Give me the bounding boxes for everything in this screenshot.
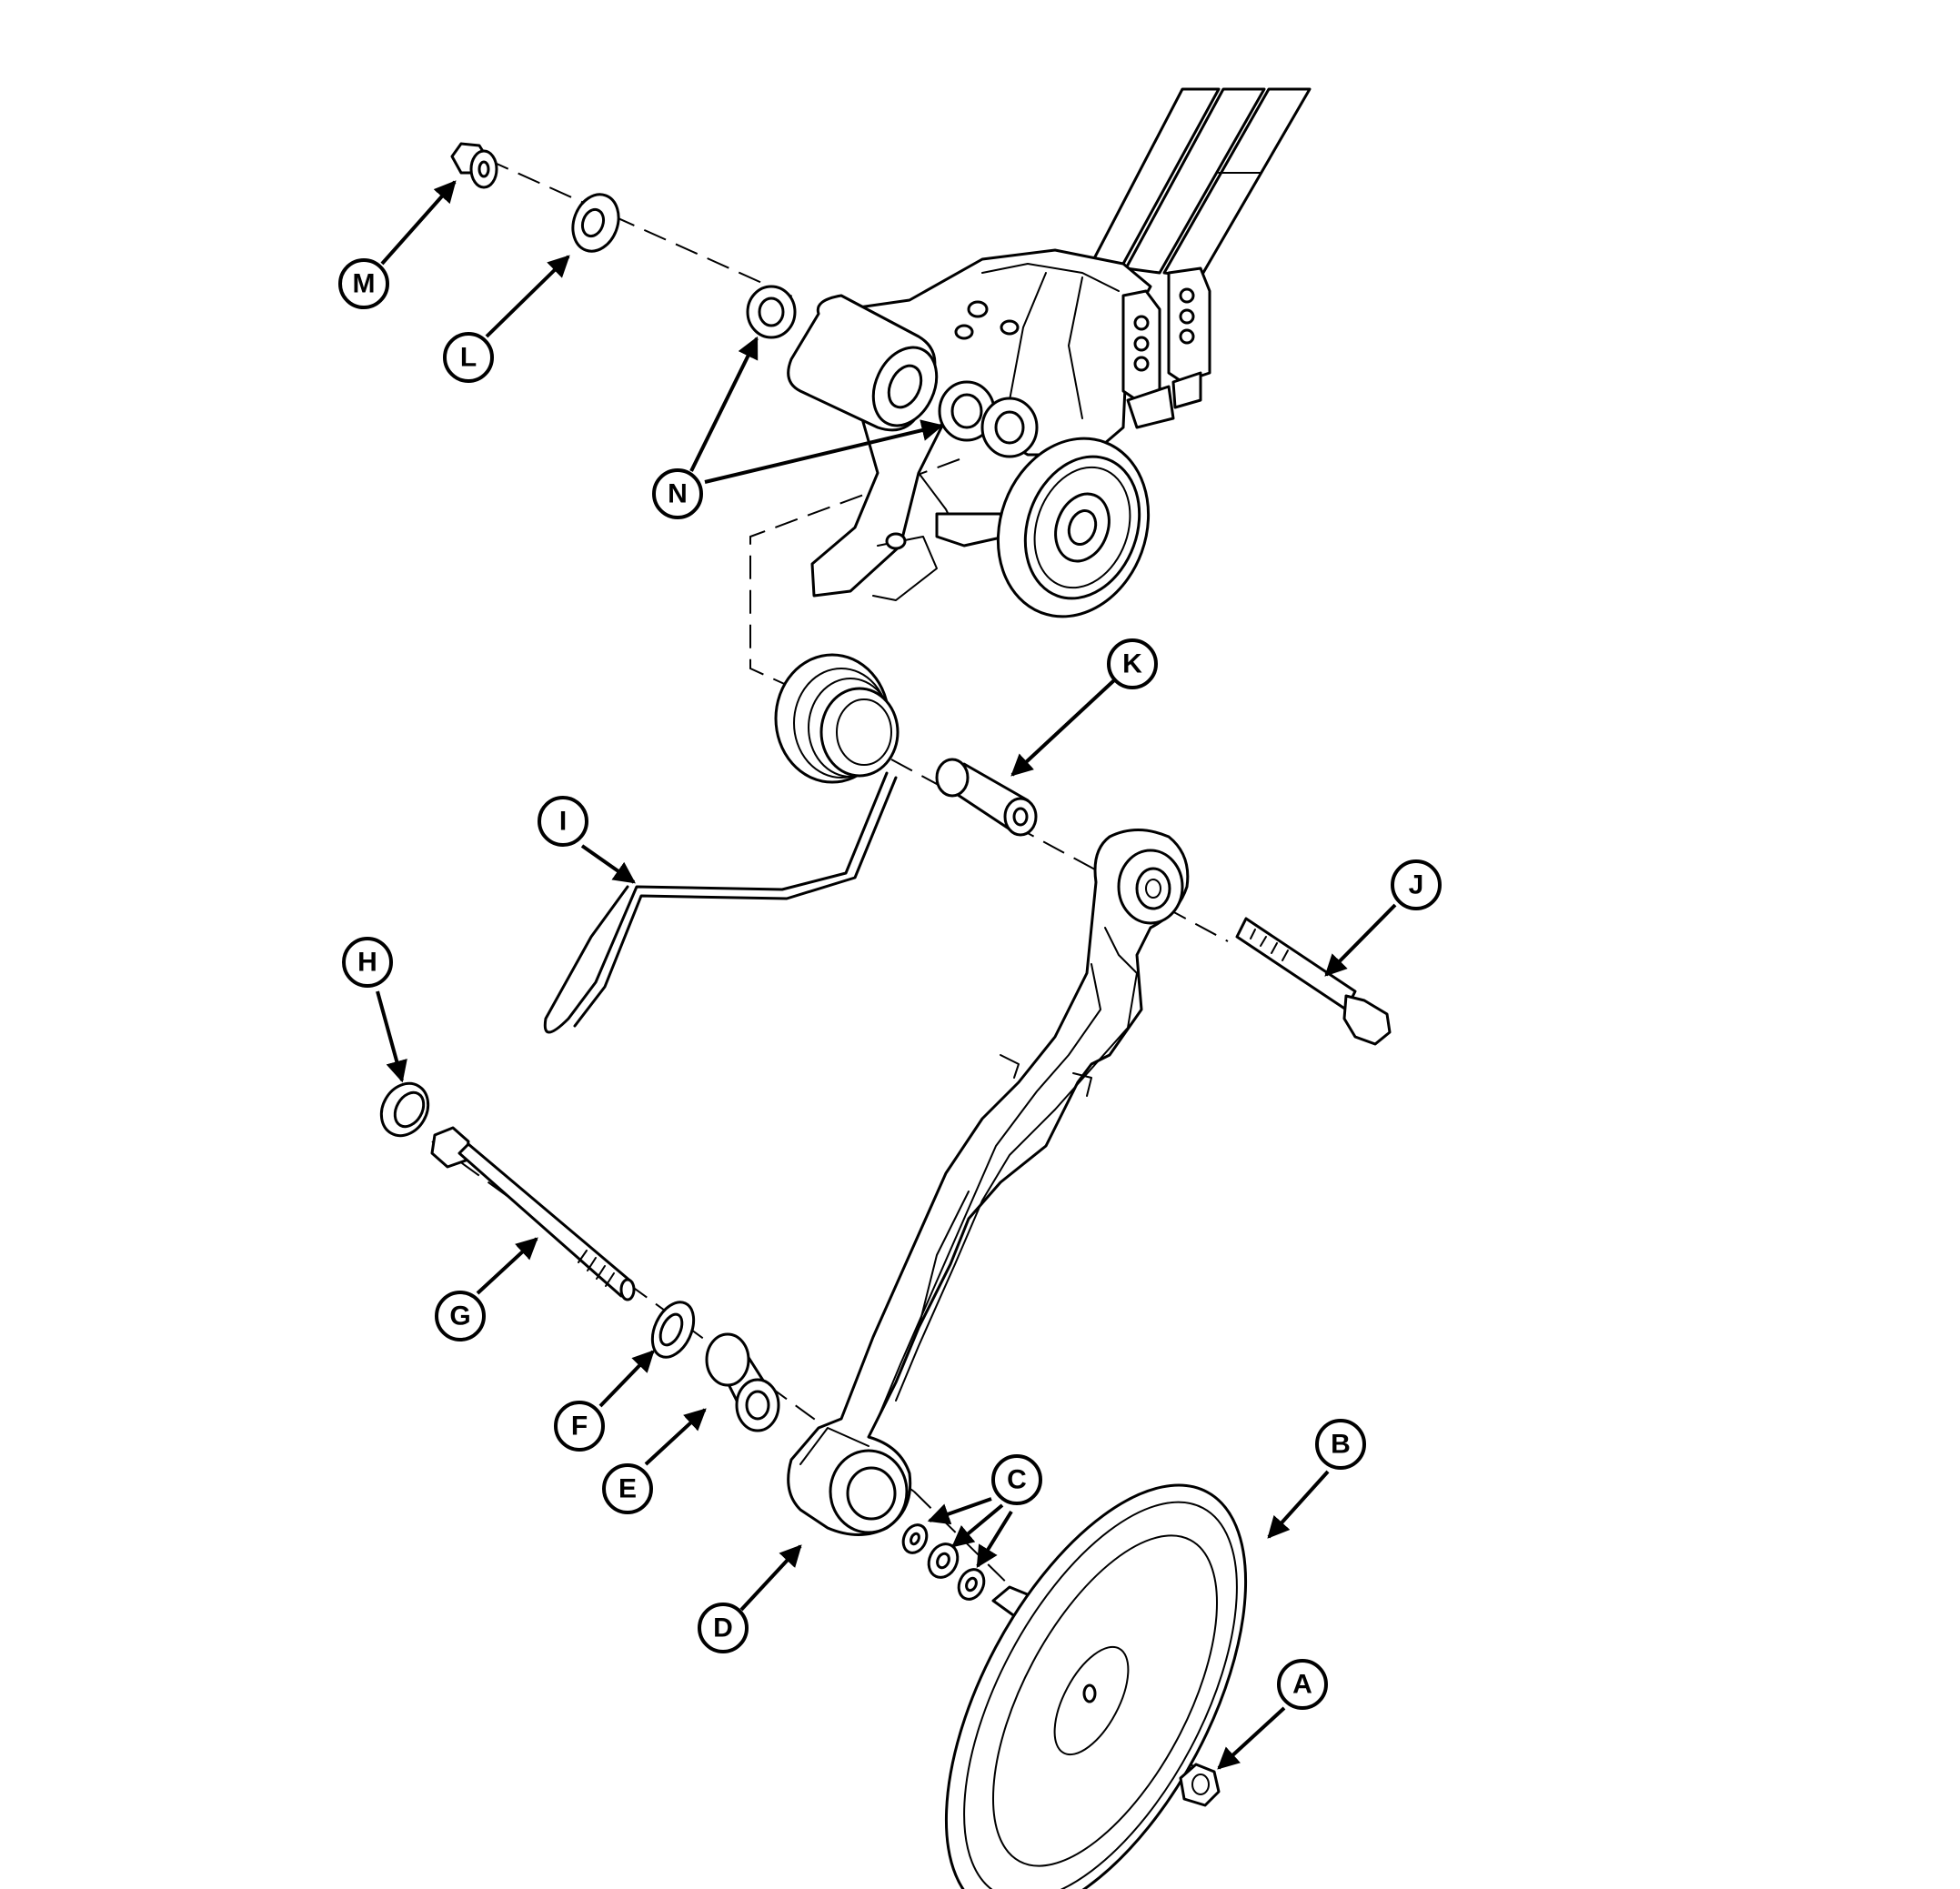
svg-text:C: C: [1007, 1465, 1027, 1495]
svg-text:L: L: [460, 343, 477, 373]
callout-c: C: [991, 1454, 1042, 1505]
callout-k: K: [1107, 638, 1158, 689]
svg-text:F: F: [571, 1412, 588, 1442]
callout-f: F: [554, 1401, 605, 1452]
part-a-lock-nut: [1179, 1763, 1221, 1807]
part-g-long-bolt: [430, 1126, 636, 1301]
part-m-flange-nut: [450, 142, 498, 189]
svg-text:H: H: [357, 948, 377, 978]
callout-j: J: [1391, 859, 1442, 910]
callout-h: H: [342, 937, 393, 988]
svg-text:K: K: [1122, 649, 1142, 679]
svg-text:E: E: [618, 1474, 637, 1504]
svg-text:B: B: [1331, 1430, 1351, 1460]
leader-arrows: [376, 180, 1397, 1770]
callout-g: G: [435, 1291, 486, 1341]
svg-text:J: J: [1409, 870, 1424, 900]
callout-n: N: [652, 468, 703, 519]
part-c-washers: [901, 1523, 986, 1601]
part-d-idler-arm: [787, 829, 1190, 1536]
part-l-washer: [571, 193, 620, 253]
callout-i: I: [538, 796, 588, 847]
callout-d: D: [698, 1603, 749, 1653]
part-i-torsion-spring: [543, 653, 900, 1034]
svg-text:I: I: [559, 807, 567, 837]
part-j-bolt: [1235, 917, 1392, 1046]
part-f-washer: [650, 1301, 696, 1359]
part-k-spacer: [935, 758, 1038, 837]
part-e-bushing: [705, 1332, 780, 1432]
part-h-retaining-ring: [379, 1081, 430, 1138]
callout-m: M: [338, 258, 389, 309]
svg-text:G: G: [449, 1301, 470, 1331]
callout-a: A: [1277, 1659, 1328, 1710]
callout-e: E: [602, 1463, 653, 1514]
callout-l: L: [443, 332, 494, 383]
svg-text:D: D: [713, 1613, 733, 1643]
svg-text:M: M: [353, 269, 376, 299]
callout-b: B: [1315, 1419, 1366, 1470]
part-n-bushing: [746, 285, 797, 339]
svg-text:A: A: [1292, 1670, 1312, 1700]
part-b-gauge-wheel: [944, 1483, 1248, 1889]
frame-bracket-assembly: [787, 87, 1312, 618]
svg-text:N: N: [668, 479, 688, 509]
